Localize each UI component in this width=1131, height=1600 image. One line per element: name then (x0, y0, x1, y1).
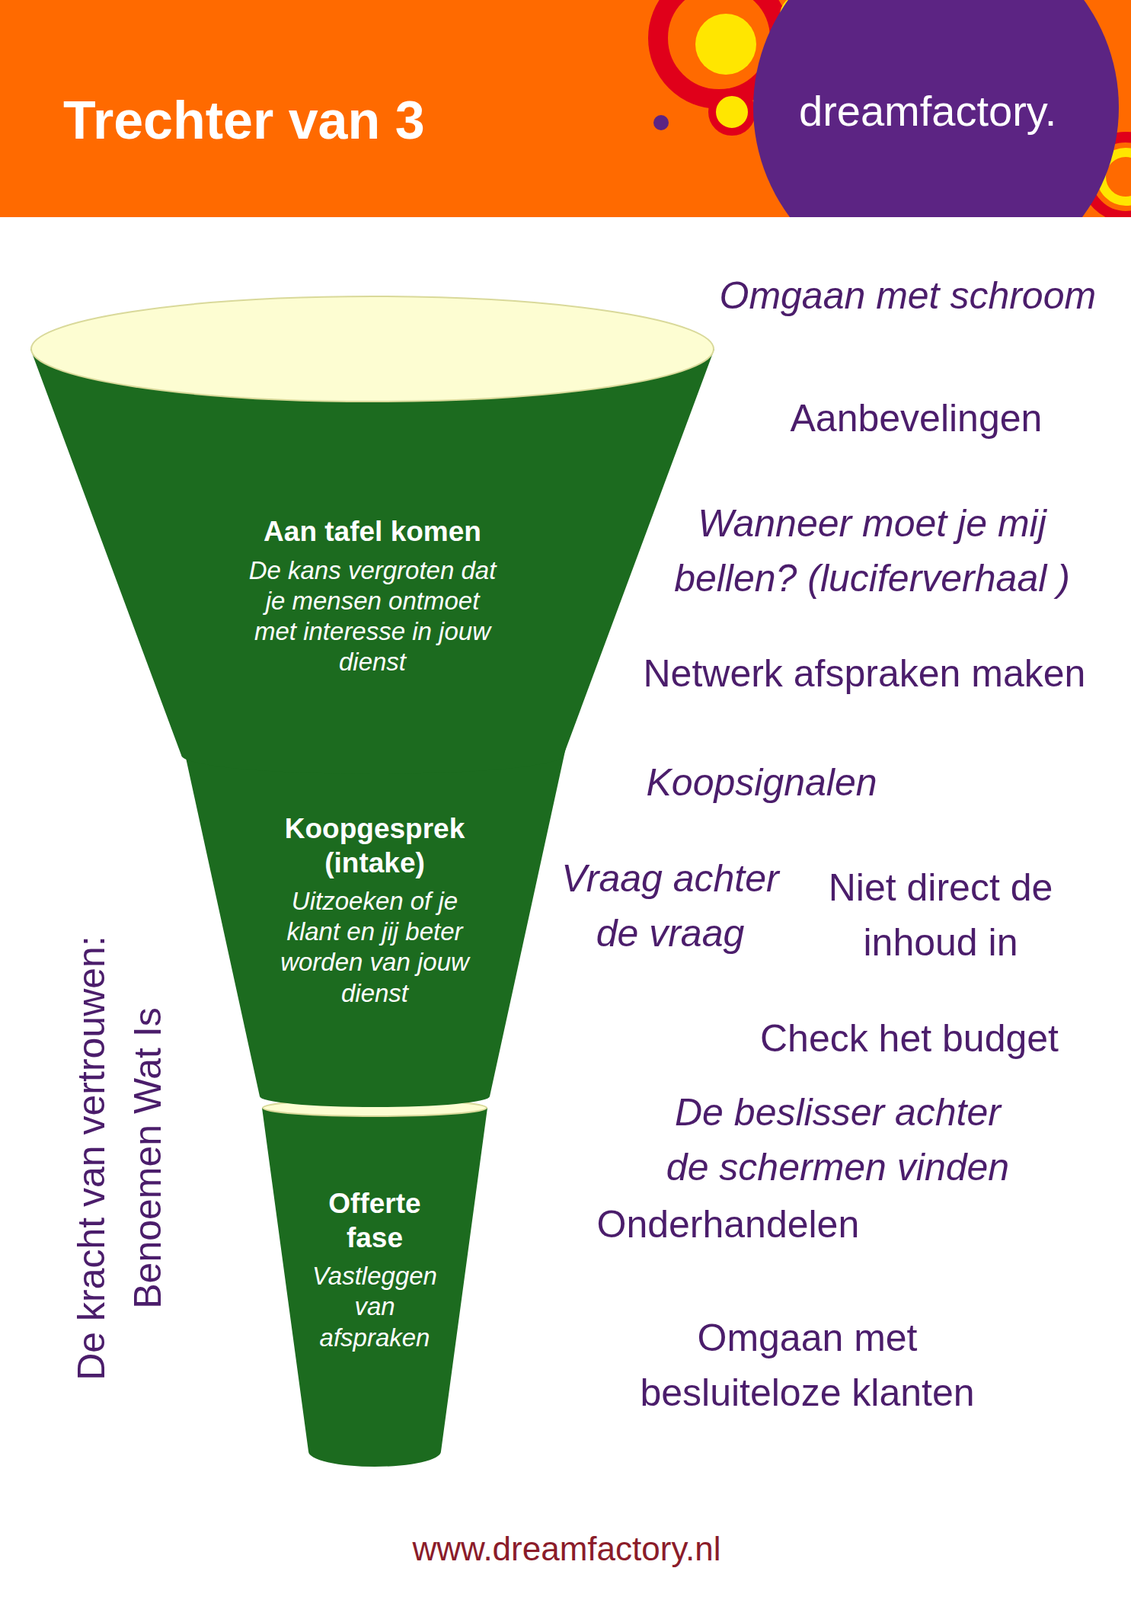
deco-dot (695, 13, 757, 75)
segment-body (30, 348, 715, 774)
logo-text: dreamfactory. (798, 85, 1057, 137)
topic-note: Onderhandelen (597, 1201, 860, 1247)
vertical-note: De kracht van vertrouwen: (68, 935, 115, 1381)
topic-note: Wanneer moet je mij bellen? (luciferverh… (658, 495, 1086, 607)
segment-heading: Offerte fase (306, 1186, 444, 1255)
segment-heading: Koopgesprek (intake) (268, 811, 482, 880)
segment-opening (262, 1099, 487, 1116)
topic-note: Check het budget (760, 1015, 1059, 1061)
topic-note: Omgaan met besluiteloze klanten (624, 1309, 991, 1421)
vertical-note: Benoemen Wat Is (124, 1006, 171, 1309)
logo-circle (753, 0, 1119, 218)
deco-ring (712, 92, 752, 132)
funnel-segment: Aan tafel komen De kans vergroten dat je … (30, 295, 715, 776)
segment-body (261, 1107, 488, 1467)
segment-text: Koopgesprek (intake)Uitzoeken of je klan… (268, 811, 482, 1009)
segment-text: Aan tafel komen De kans vergroten dat je … (242, 514, 502, 678)
deco-dot (653, 115, 669, 131)
segment-description: De kans vergroten dat je mensen ontmoet … (242, 555, 502, 678)
segment-description: Vastleggen van afspraken (306, 1260, 444, 1353)
segment-text: Offerte faseVastleggen van afspraken (306, 1186, 444, 1353)
funnel-segment: Offerte faseVastleggen van afspraken (261, 1098, 488, 1468)
website-url: www.dreamfactory.nl (412, 1528, 722, 1569)
topic-note: Omgaan met schroom (719, 272, 1097, 319)
topic-note: Niet direct de inhoud in (814, 859, 1067, 971)
title: Trechter van 3 (63, 91, 425, 151)
segment-opening (184, 734, 566, 760)
segment-description: Uitzoeken of je klant en jij beter worde… (268, 885, 482, 1009)
segment-opening (31, 296, 714, 402)
topic-note: Aanbevelingen (790, 395, 1043, 441)
segment-body (183, 747, 566, 1107)
topic-note: Vraag achter de vraag (555, 850, 785, 962)
topic-note: De beslisser achter de schermen vinden (658, 1084, 1017, 1195)
segment-heading: Aan tafel komen (242, 514, 502, 549)
funnel-segment: Koopgesprek (intake)Uitzoeken of je klan… (183, 734, 566, 1109)
topic-note: Netwerk afspraken maken (643, 650, 1087, 697)
topic-note: Koopsignalen (646, 759, 878, 806)
